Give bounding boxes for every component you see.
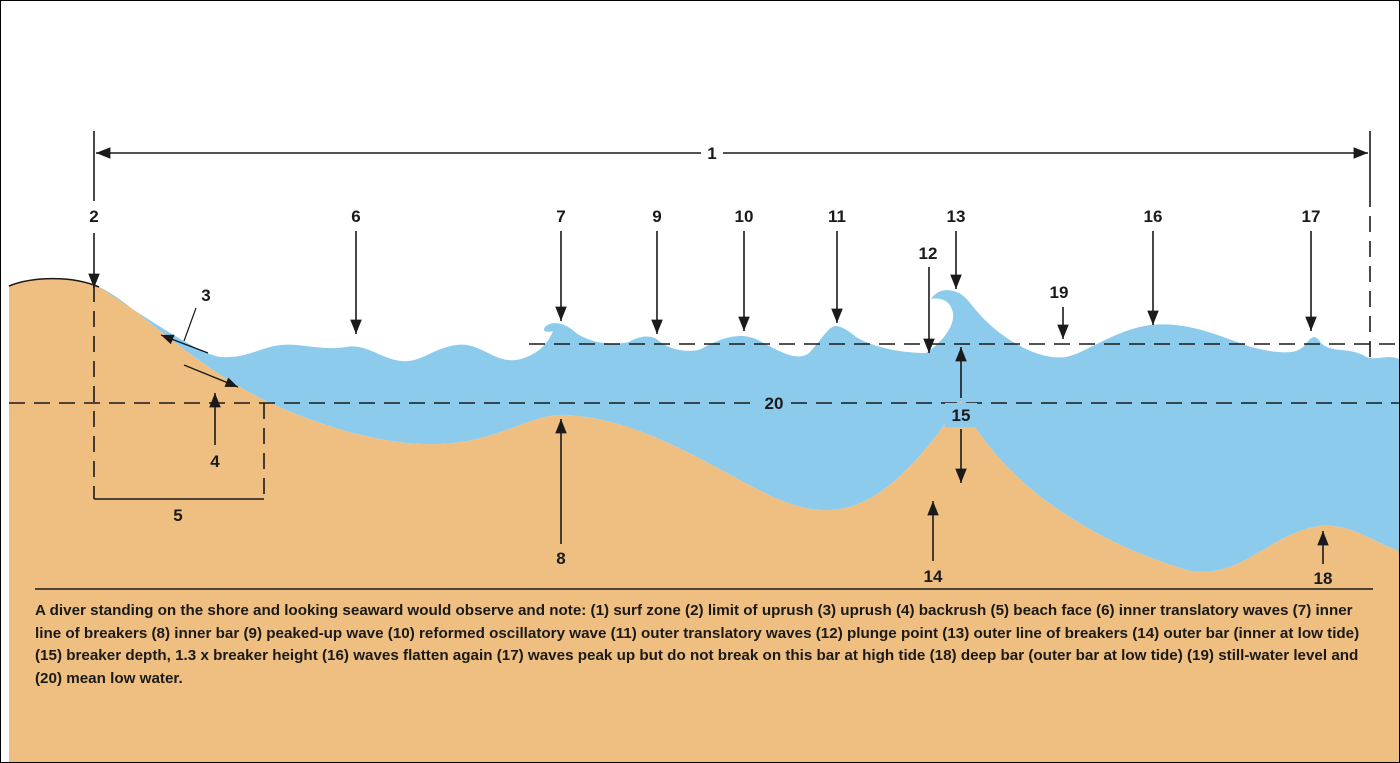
label-17: 17: [1302, 207, 1321, 226]
label-9: 9: [652, 207, 661, 226]
label-12: 12: [919, 244, 938, 263]
sand-seabed: [9, 278, 1399, 762]
label-8: 8: [556, 549, 565, 568]
label-18: 18: [1314, 569, 1333, 588]
label-1: 1: [707, 144, 716, 163]
label-3: 3: [201, 286, 210, 305]
uprush-arrow: [160, 334, 209, 354]
label-2: 2: [89, 207, 98, 226]
label-16: 16: [1144, 207, 1163, 226]
label-6: 6: [351, 207, 360, 226]
label-11: 11: [828, 207, 846, 226]
label-20: 20: [765, 394, 784, 413]
diagram-caption: A diver standing on the shore and lookin…: [35, 602, 1360, 687]
label-14: 14: [924, 567, 943, 586]
label-4: 4: [210, 452, 220, 471]
uprush-label-leader: [183, 307, 197, 342]
label-13: 13: [947, 207, 966, 226]
backrush-arrow: [183, 364, 239, 388]
label-15: 15: [952, 406, 971, 425]
water-body: [99, 287, 1399, 572]
label-7: 7: [556, 207, 565, 226]
label-10: 10: [735, 207, 754, 226]
label-19: 19: [1050, 283, 1069, 302]
label-5: 5: [173, 506, 182, 525]
